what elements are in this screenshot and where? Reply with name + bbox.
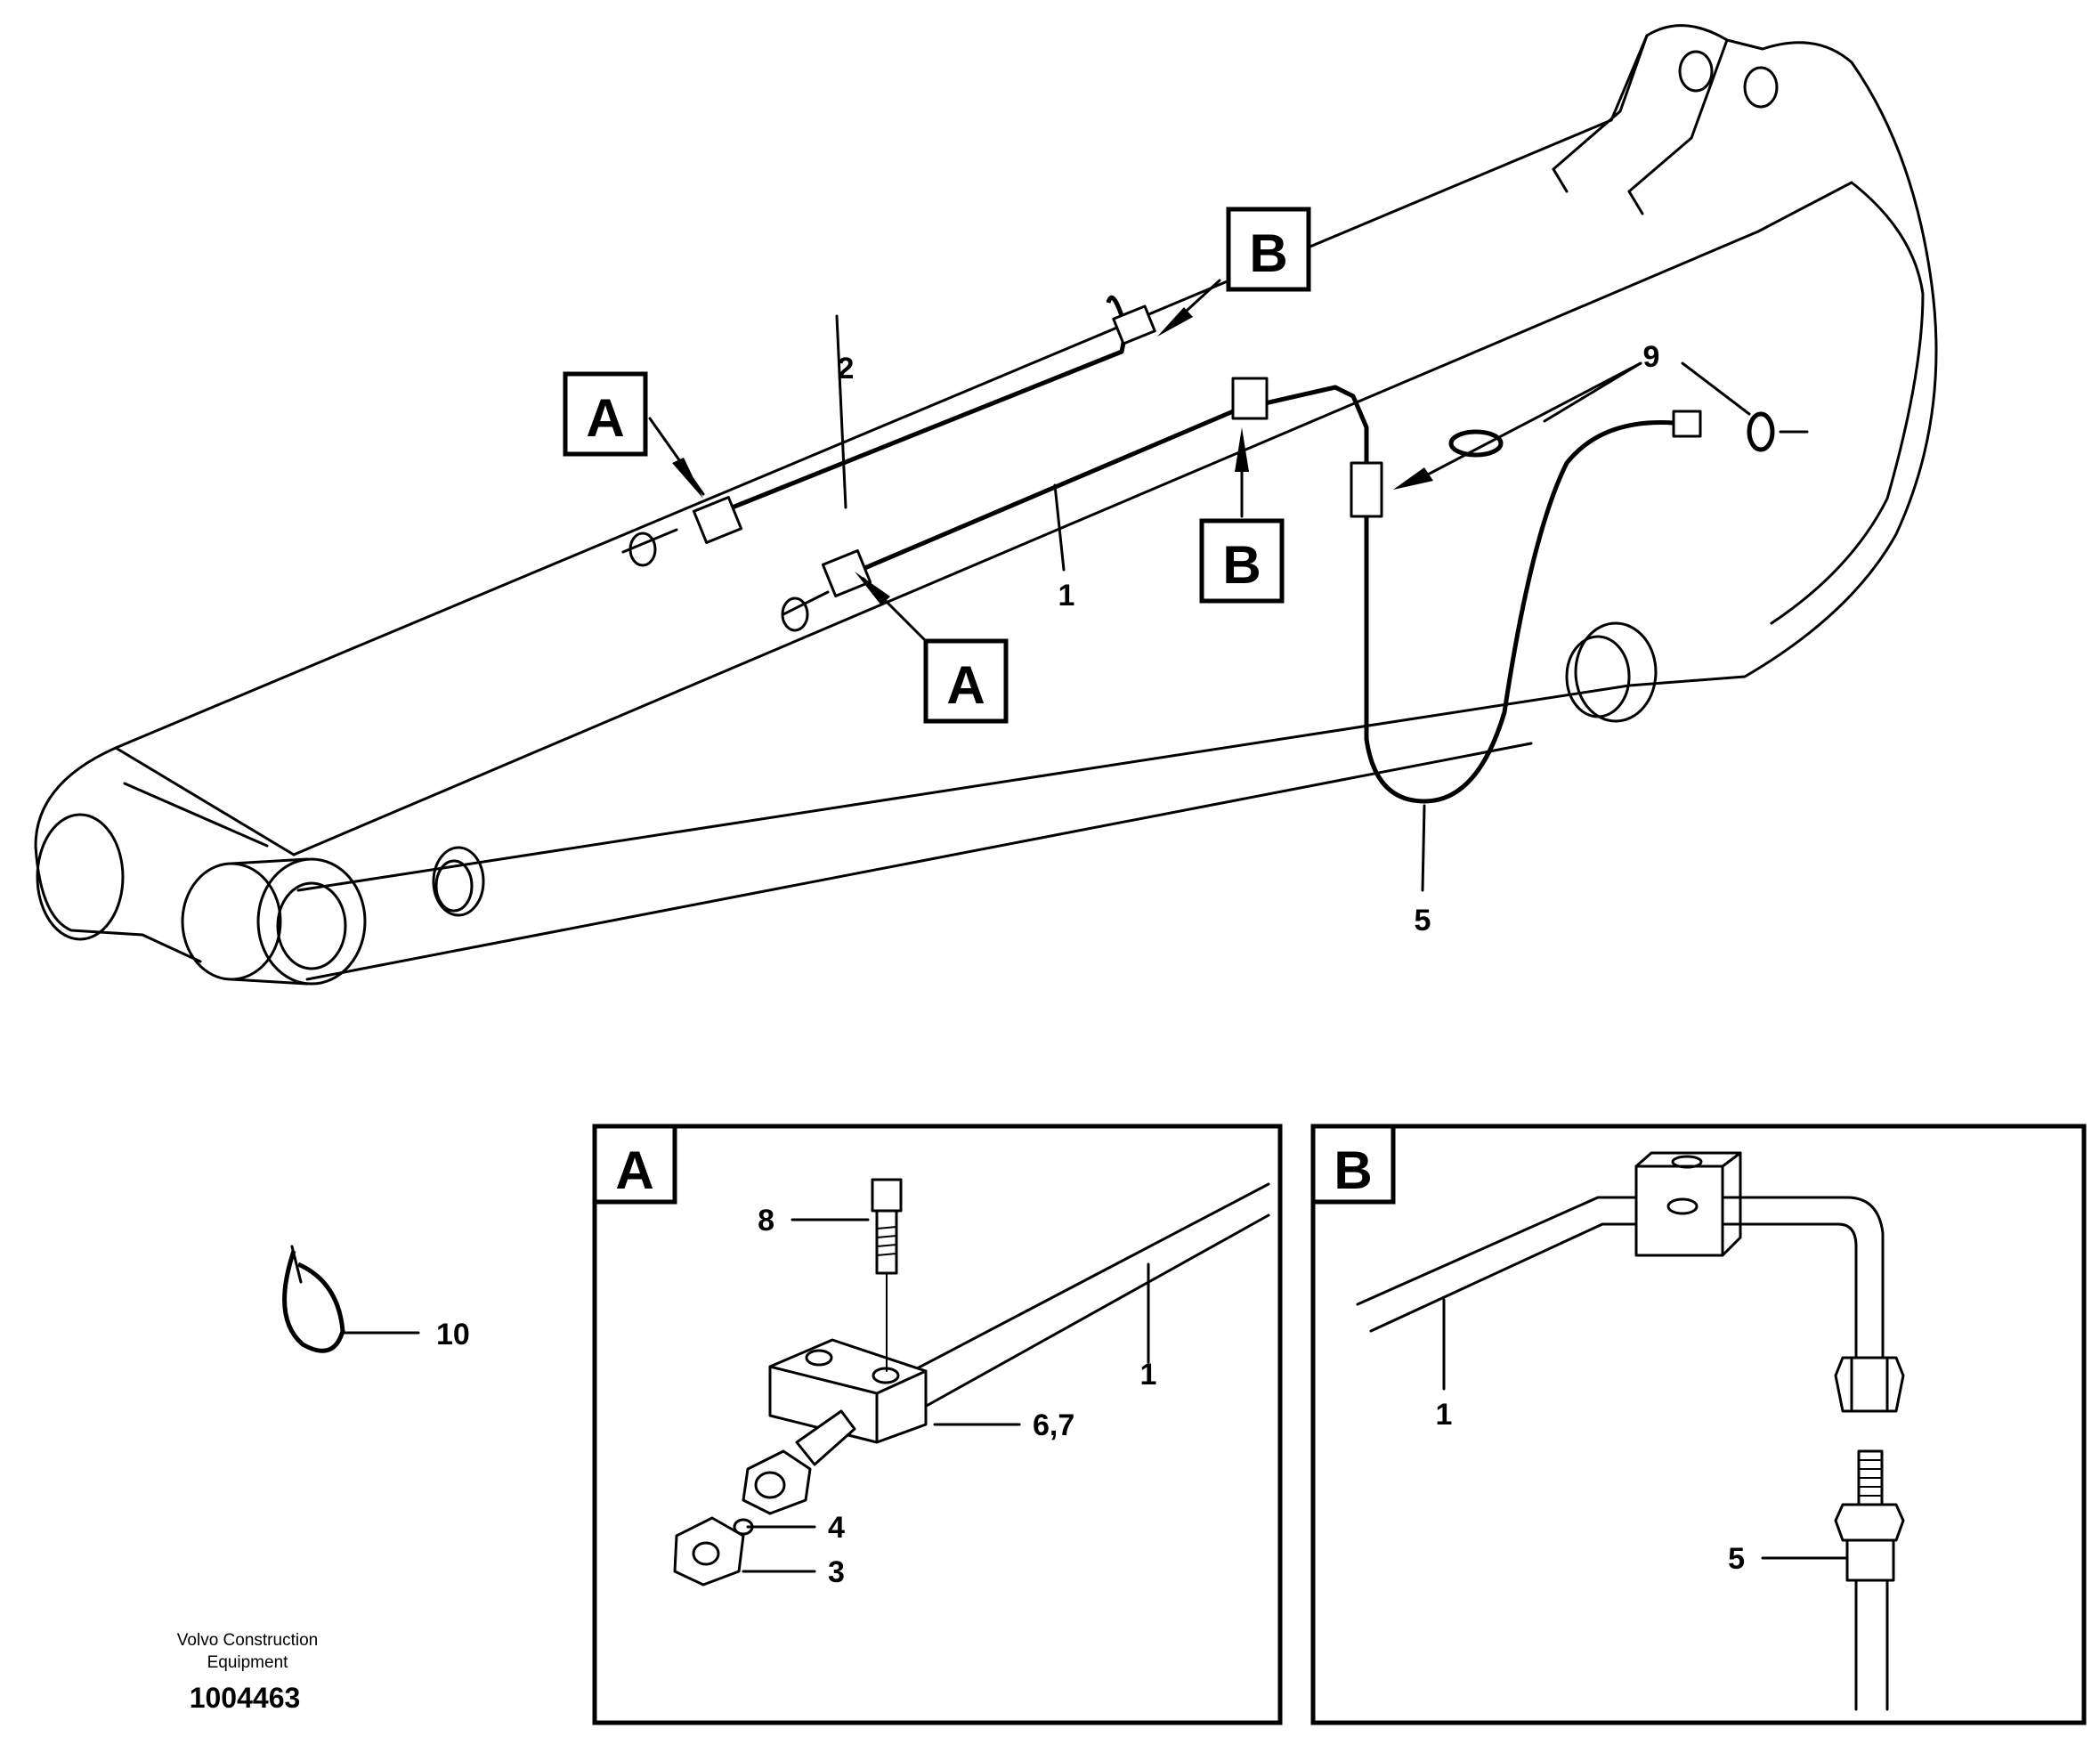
callout-b-lower: B [1199, 518, 1285, 604]
detail-a-part-3: 3 [828, 1555, 845, 1589]
part-label-5: 5 [1415, 904, 1431, 937]
detail-a-part-6-7: 6,7 [1033, 1408, 1074, 1442]
cable-tie-10 [282, 1245, 420, 1353]
detail-a-part-1: 1 [1140, 1358, 1157, 1392]
detail-a-part-4: 4 [828, 1511, 845, 1545]
pipe-1 [781, 377, 1369, 632]
detail-a-part-8: 8 [758, 1204, 774, 1238]
hose-5 [1350, 410, 1702, 804]
company-name-line2: Equipment [207, 1653, 289, 1672]
callout-a-lower: A [923, 638, 1009, 724]
drawing-number: 1004463 [190, 1682, 301, 1714]
company-name-line1: Volvo Construction [177, 1631, 318, 1650]
callout-a-upper: A [563, 371, 648, 457]
o-rings-9 [1448, 411, 1809, 458]
pipe-2 [621, 295, 1156, 567]
main-leaders [648, 279, 1751, 892]
callout-letter: B [1249, 223, 1287, 283]
part-label-10: 10 [436, 1318, 470, 1351]
callout-letter: A [946, 655, 985, 715]
detail-a-title: A [615, 1140, 653, 1200]
detail-b-part-1: 1 [1436, 1398, 1453, 1432]
callout-letter: B [1222, 535, 1261, 595]
detail-b-part-5: 5 [1728, 1542, 1745, 1576]
callout-b-upper: B [1226, 207, 1311, 292]
part-label-9: 9 [1643, 340, 1660, 374]
callout-letter: A [586, 388, 624, 448]
part-label-1: 1 [1058, 579, 1075, 613]
detail-b-panel: B [1310, 1124, 2087, 1725]
part-label-2: 2 [838, 352, 855, 385]
detail-a-panel: A [592, 1124, 1283, 1725]
boom-outline [34, 24, 1938, 986]
detail-b-title: B [1334, 1140, 1372, 1200]
